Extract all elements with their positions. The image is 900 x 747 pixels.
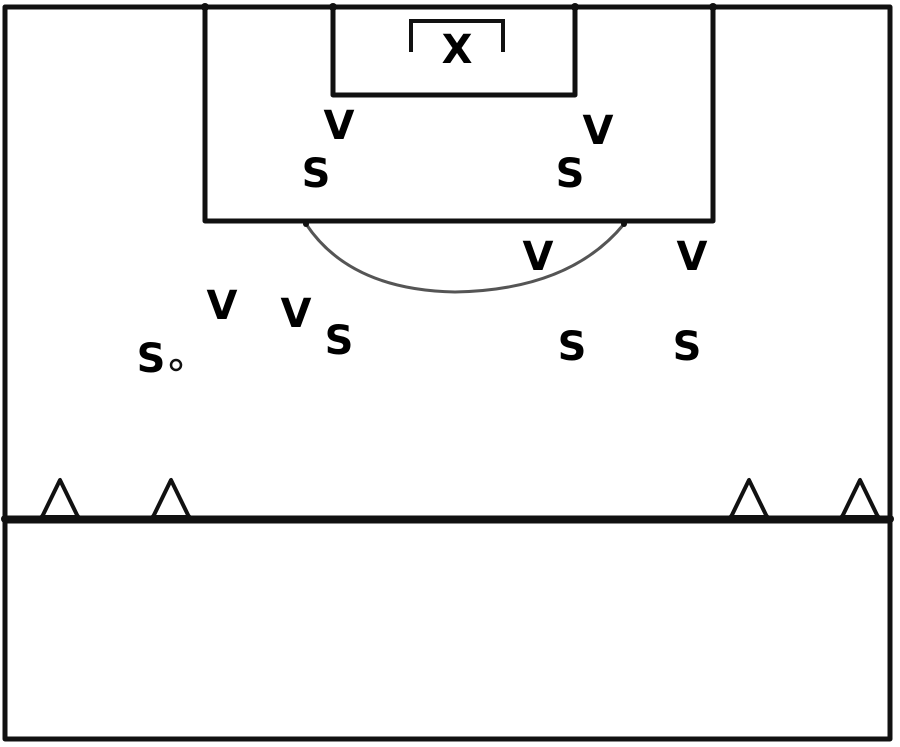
penalty-arc: [304, 223, 626, 294]
defender-marker: S: [325, 318, 354, 364]
goalkeeper-marker: X: [442, 27, 473, 73]
junction-node: [709, 3, 717, 11]
cone-icon: [151, 478, 191, 519]
junction-node: [621, 221, 627, 227]
junction-node: [329, 3, 337, 11]
cone-base-node: [75, 514, 81, 520]
attacker-marker: V: [207, 283, 238, 329]
attacker-marker: V: [583, 108, 614, 154]
junction-node: [1, 515, 9, 523]
defender-marker: S: [556, 151, 585, 197]
junction-node: [571, 3, 579, 11]
goal-area: [330, 7, 578, 98]
cone-icon: [729, 478, 769, 519]
cone-base-node: [39, 514, 45, 520]
cone-base-node: [875, 514, 881, 520]
goal-frame: [409, 19, 505, 52]
attacker-marker: V: [677, 234, 708, 280]
junction-node: [201, 3, 209, 11]
cone-base-node: [186, 514, 192, 520]
cone-base-node: [764, 514, 770, 520]
defender-marker: S: [137, 336, 166, 382]
defender-marker: S: [673, 324, 702, 370]
cone-base-node: [839, 514, 845, 520]
defender-marker: S: [302, 151, 331, 197]
cone-icon: [840, 478, 880, 519]
ball-icon: [169, 358, 183, 372]
upper-field-boundary: [2, 4, 893, 521]
attacker-marker: V: [324, 103, 355, 149]
cone-icon: [40, 478, 80, 519]
attacker-marker: V: [281, 291, 312, 337]
lower-field-boundary: [2, 518, 893, 742]
attacker-marker: V: [523, 234, 554, 280]
junction-node: [303, 221, 309, 227]
junction-node: [886, 515, 894, 523]
defender-marker: S: [558, 324, 587, 370]
cone-base-node: [150, 514, 156, 520]
cone-base-node: [728, 514, 734, 520]
penalty-area: [202, 7, 716, 224]
